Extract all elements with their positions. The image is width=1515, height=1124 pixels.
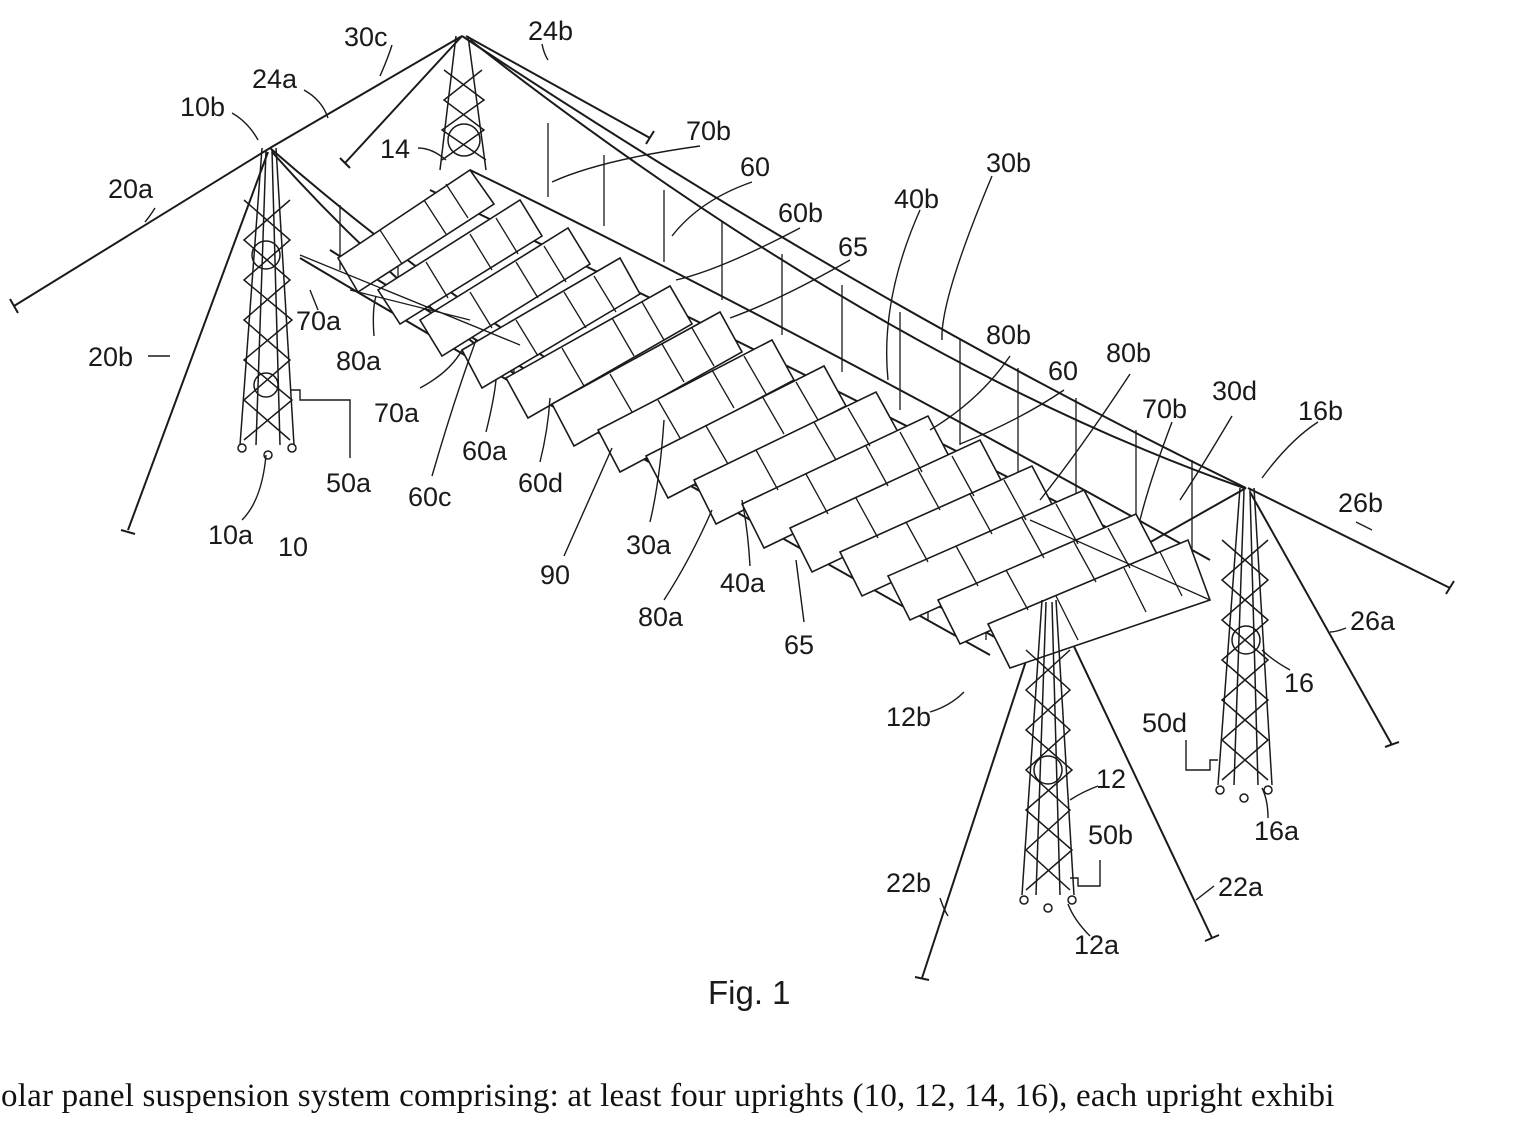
label-10b: 10b	[180, 92, 225, 122]
label-24a: 24a	[252, 64, 298, 94]
label-16: 16	[1284, 668, 1314, 698]
label-50b: 50b	[1088, 820, 1133, 850]
label-12b: 12b	[886, 702, 931, 732]
label-12a: 12a	[1074, 930, 1120, 960]
label-10: 10	[278, 532, 308, 562]
label-10a: 10a	[208, 520, 254, 550]
label-30b: 30b	[986, 148, 1031, 178]
label-16a: 16a	[1254, 816, 1300, 846]
patent-figure: 20a 20b 10b 24a 30c 24b 14 70b 60 60b 40…	[0, 0, 1515, 1070]
label-65-bot: 65	[784, 630, 814, 660]
label-60a: 60a	[462, 436, 508, 466]
label-80b-2: 80b	[1106, 338, 1151, 368]
label-40a: 40a	[720, 568, 766, 598]
label-60b: 60b	[778, 198, 823, 228]
label-30c: 30c	[344, 22, 388, 52]
label-70b-top: 70b	[686, 116, 731, 146]
label-70b-mid: 70b	[1142, 394, 1187, 424]
upright-14	[440, 36, 486, 170]
label-60c: 60c	[408, 482, 452, 512]
label-90: 90	[540, 560, 570, 590]
label-26b: 26b	[1338, 488, 1383, 518]
upright-10	[238, 148, 296, 459]
label-26a: 26a	[1350, 606, 1396, 636]
label-60-mid: 60	[1048, 356, 1078, 386]
label-14: 14	[380, 134, 410, 164]
label-60d: 60d	[518, 468, 563, 498]
label-65-top: 65	[838, 232, 868, 262]
label-22a: 22a	[1218, 872, 1264, 902]
label-16b: 16b	[1298, 396, 1343, 426]
solar-panel-rows	[338, 170, 1210, 668]
label-80a-1: 80a	[336, 346, 382, 376]
label-22b: 22b	[886, 868, 931, 898]
label-70a-1: 70a	[296, 306, 342, 336]
upright-16	[1216, 488, 1272, 802]
label-20b: 20b	[88, 342, 133, 372]
label-20a: 20a	[108, 174, 154, 204]
label-30a: 30a	[626, 530, 672, 560]
claim-text: solar panel suspension system comprising…	[0, 1078, 1515, 1115]
label-50d: 50d	[1142, 708, 1187, 738]
label-24b: 24b	[528, 16, 573, 46]
label-50a: 50a	[326, 468, 372, 498]
label-30d: 30d	[1212, 376, 1257, 406]
label-70a-2: 70a	[374, 398, 420, 428]
label-80b-1: 80b	[986, 320, 1031, 350]
label-12: 12	[1096, 764, 1126, 794]
label-80a-2: 80a	[638, 602, 684, 632]
label-60-top: 60	[740, 152, 770, 182]
label-40b: 40b	[894, 184, 939, 214]
figure-caption: Fig. 1	[708, 974, 791, 1011]
